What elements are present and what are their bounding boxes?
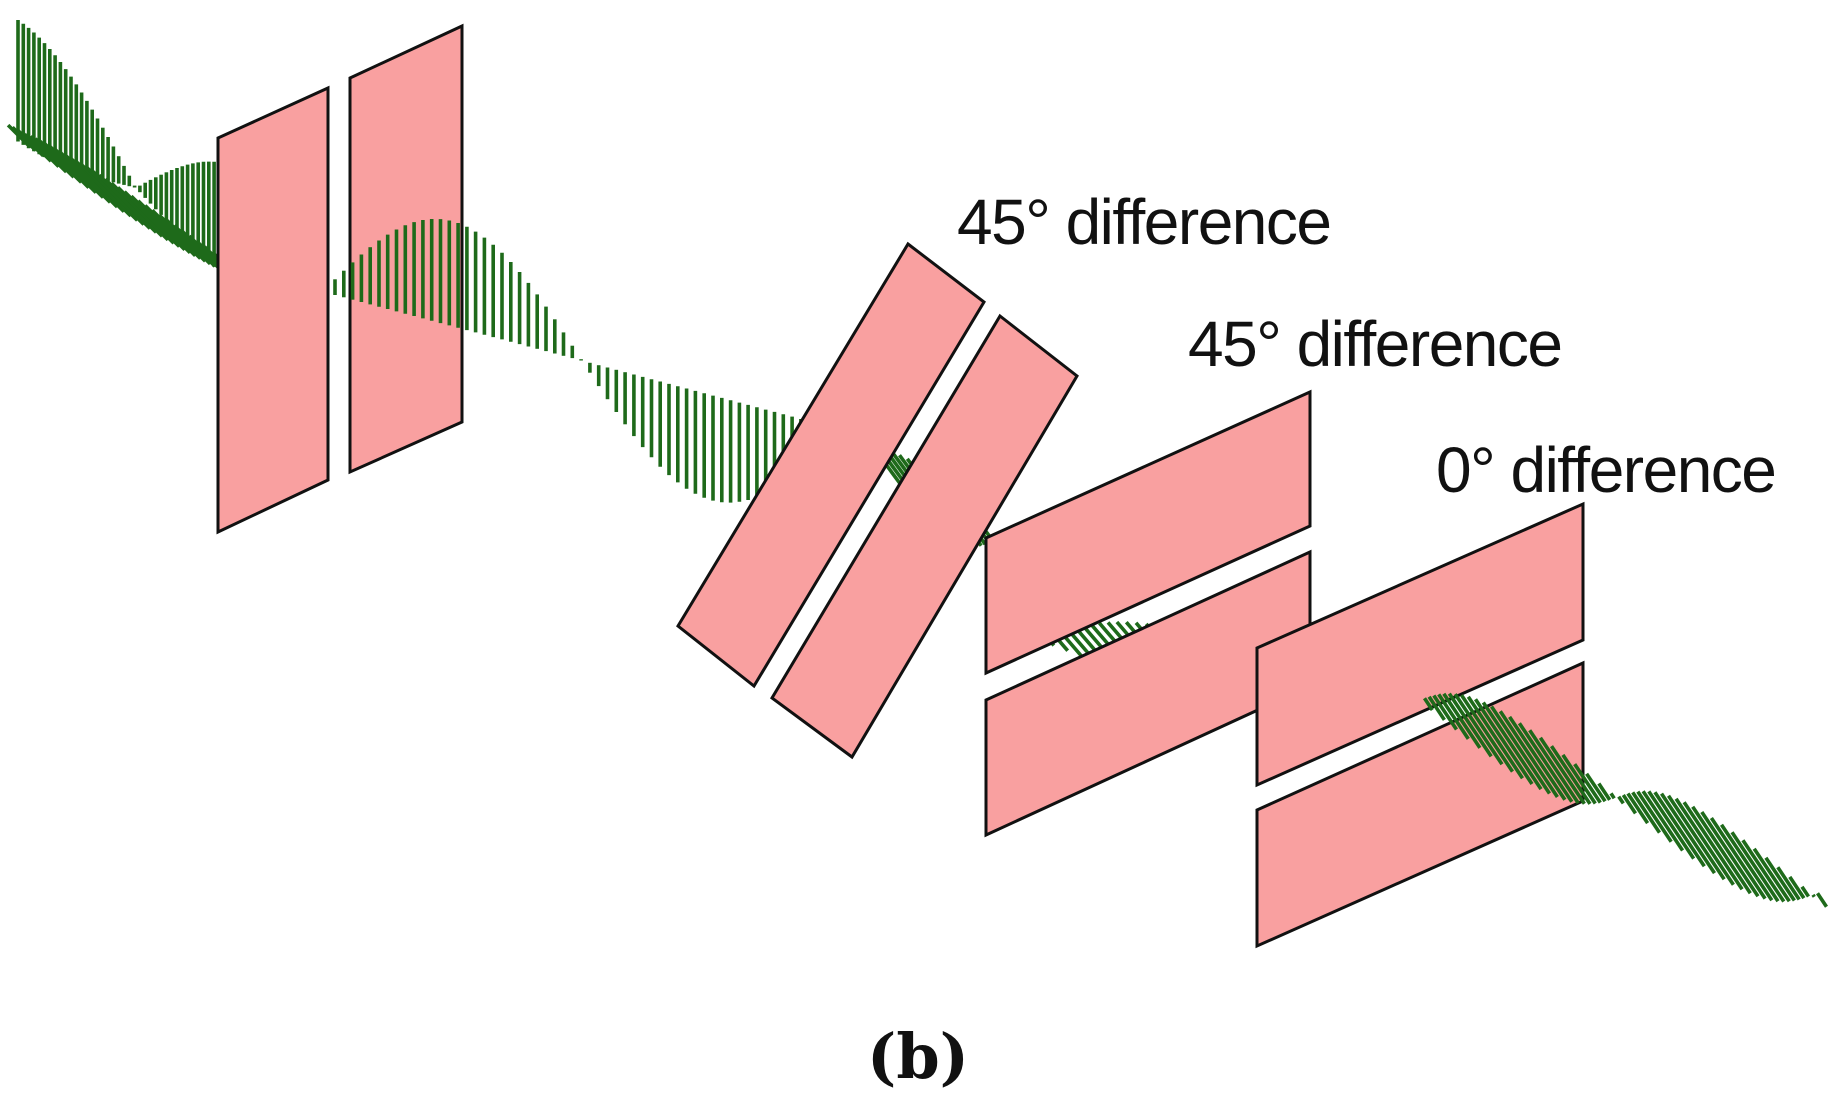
panel-label: (b) bbox=[867, 1020, 969, 1093]
wave-hatch-line bbox=[1764, 856, 1796, 902]
wave-hatch-line bbox=[1621, 794, 1638, 815]
label-45-difference-2: 45° difference bbox=[1188, 308, 1561, 380]
wave-hatch-line bbox=[1561, 753, 1597, 805]
waveplate-3a bbox=[984, 389, 1312, 676]
wave-hatch-line bbox=[1815, 892, 1829, 908]
wave-hatch-line bbox=[1700, 811, 1760, 898]
wave-hatch-line bbox=[1660, 792, 1716, 875]
wave-hatch-line bbox=[1709, 817, 1767, 900]
waveplate-pair-inclined bbox=[984, 389, 1312, 838]
wave-hatch-line bbox=[1437, 693, 1470, 740]
wave-hatch-line bbox=[1517, 722, 1574, 803]
wave-hatch-line bbox=[1573, 763, 1602, 804]
wave-hatch-line bbox=[1617, 795, 1625, 805]
waveplate-2a bbox=[676, 241, 986, 689]
wave-hatch-line bbox=[1682, 801, 1744, 891]
wave-hatch-line bbox=[1653, 791, 1706, 868]
wave-hatch-line bbox=[1776, 866, 1801, 901]
wave-segment-output bbox=[1423, 692, 1829, 908]
waveplate-1a bbox=[216, 85, 330, 535]
wave-hatch-line bbox=[1460, 694, 1514, 773]
wave-hatch-line bbox=[1508, 715, 1567, 801]
wave-hatch-line bbox=[1427, 695, 1446, 721]
wave-hatch-line bbox=[1674, 797, 1735, 886]
wave-hatch-line bbox=[1667, 794, 1726, 881]
wave-hatch-line bbox=[1481, 701, 1543, 791]
wave-hatch-line bbox=[1453, 693, 1504, 766]
wave-hatch-line bbox=[1788, 875, 1806, 900]
wave-hatch-line bbox=[1585, 772, 1607, 803]
wave-hatch-line bbox=[884, 463, 904, 487]
wave-hatch-line bbox=[1490, 705, 1551, 795]
wave-hatch-line bbox=[1609, 792, 1616, 800]
wave-hatch-line bbox=[1800, 885, 1810, 898]
wave-hatch-line bbox=[1474, 698, 1534, 785]
wave-hatch-line bbox=[1442, 692, 1482, 749]
wave-hatch-line bbox=[1432, 694, 1458, 731]
wave-hatch-line bbox=[1631, 791, 1661, 834]
label-45-difference-1: 45° difference bbox=[957, 186, 1330, 258]
wave-hatch-line bbox=[1466, 695, 1524, 780]
waveplate-2b bbox=[770, 313, 1079, 760]
wave-hatch-line bbox=[1498, 710, 1559, 798]
wave-hatch-line bbox=[1720, 823, 1774, 902]
wave-hatch-line bbox=[1550, 745, 1592, 805]
wave-hatch-line bbox=[1538, 736, 1586, 805]
wave-hatch-line bbox=[1636, 790, 1673, 843]
wave-hatch-line bbox=[1641, 790, 1685, 852]
waveplate-pair-tilted bbox=[676, 241, 1079, 760]
wave-hatch-line bbox=[1597, 782, 1612, 801]
label-0-difference: 0° difference bbox=[1436, 434, 1775, 506]
wave-hatch-line bbox=[1730, 831, 1780, 903]
wave-hatch-line bbox=[1752, 847, 1791, 903]
wave-hatch-line bbox=[1447, 692, 1493, 758]
wave-hatch-line bbox=[1626, 792, 1650, 825]
wave-hatch-line bbox=[1647, 790, 1696, 860]
wave-hatch-line bbox=[1741, 839, 1786, 903]
wave-hatch-line bbox=[1528, 729, 1580, 805]
wave-hatch-line bbox=[1423, 697, 1434, 711]
waveplate-pair-inclined-2 bbox=[1255, 501, 1585, 949]
waveplate-4a bbox=[1255, 501, 1585, 788]
waveplate-pair-vertical bbox=[216, 23, 464, 535]
wave-hatch-line bbox=[1691, 805, 1752, 895]
wave-segment-input bbox=[6, 20, 240, 280]
wave-hatch-line bbox=[1811, 893, 1816, 898]
